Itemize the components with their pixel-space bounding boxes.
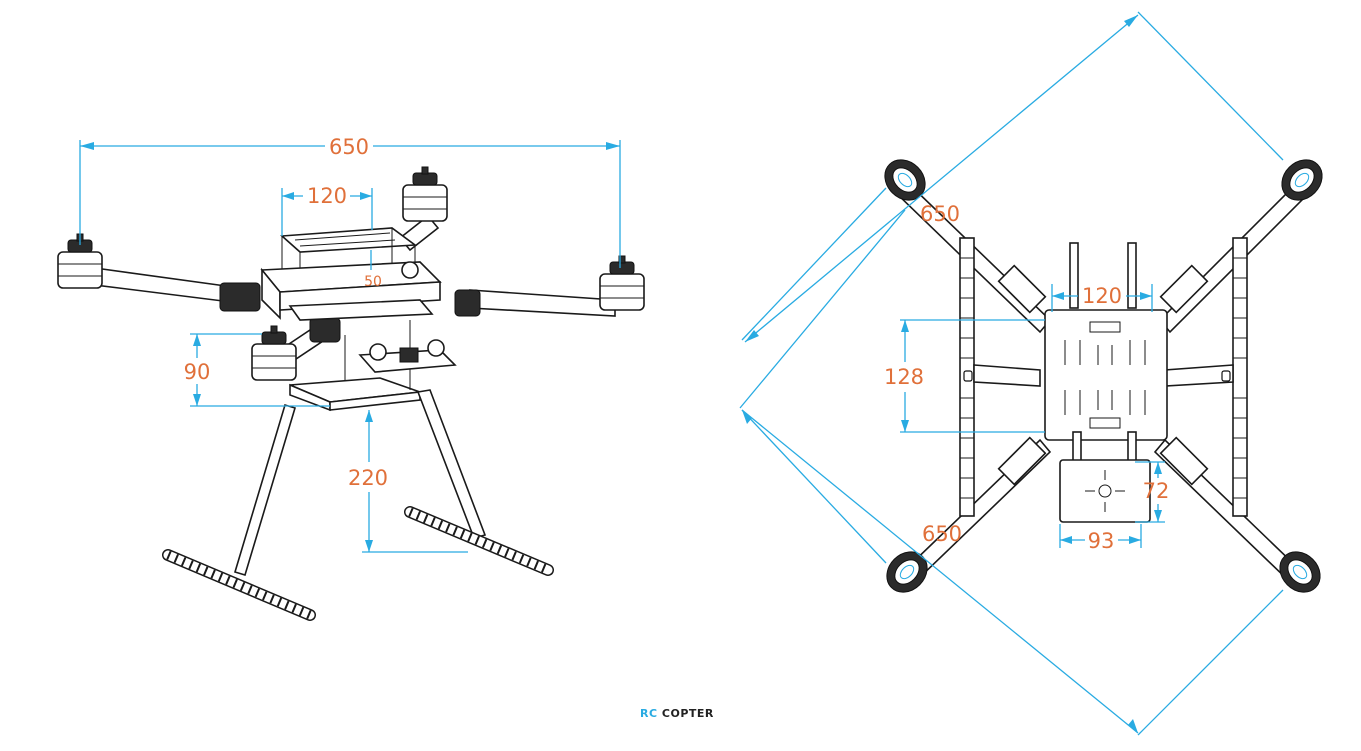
motor-back xyxy=(402,166,448,222)
dim-span-label: 650 xyxy=(329,135,369,159)
logo-suffix: COPTER xyxy=(661,707,714,720)
skid-clamp-right xyxy=(1221,370,1231,382)
center-frame xyxy=(260,261,442,321)
gimbal-mount xyxy=(358,339,457,373)
dim-mount-width-label: 93 xyxy=(1088,529,1115,553)
arm-bottom-right xyxy=(1153,436,1302,584)
dim-mount-width: 93 xyxy=(1059,524,1142,553)
landing-gear-right xyxy=(404,389,554,576)
dim-top-plate-label: 120 xyxy=(307,184,347,208)
rccopter-logo: RC COPTER xyxy=(640,707,714,720)
motor-right xyxy=(599,255,645,311)
dim-mount-length-label: 72 xyxy=(1143,479,1170,503)
landing-gear-left xyxy=(162,404,316,621)
center-plate xyxy=(1044,309,1168,441)
dim-plate-gap-label: 50 xyxy=(364,274,382,290)
dim-mount-length: 72 xyxy=(1135,461,1170,523)
dim-plate-width: 120 xyxy=(1051,284,1153,312)
dim-motor-height: 90 xyxy=(184,333,330,407)
dim-landing-gear-label: 220 xyxy=(348,466,388,490)
dim-diagonal-lower-label: 650 xyxy=(922,522,962,546)
dim-span: 650 xyxy=(79,135,621,268)
arm-bottom-left xyxy=(903,436,1052,584)
perspective-view: 650 120 50 90 xyxy=(57,135,645,621)
top-plate xyxy=(280,227,418,288)
dim-diagonal-upper: 650 xyxy=(741,11,1284,343)
arm-right xyxy=(469,289,616,317)
dim-diagonal-lower: 650 xyxy=(739,209,1284,736)
skid-right xyxy=(1232,237,1248,517)
dim-motor-height-label: 90 xyxy=(184,360,211,384)
dim-plate-gap: 50 xyxy=(364,250,382,290)
skid-clamp-left xyxy=(963,370,973,382)
dim-top-plate: 120 xyxy=(281,184,373,236)
dim-plate-width-label: 120 xyxy=(1082,284,1122,308)
top-view: 650 650 120 xyxy=(739,11,1331,736)
battery-tray xyxy=(289,320,421,412)
logo-prefix: RC xyxy=(640,707,658,720)
dim-plate-length-label: 128 xyxy=(884,365,924,389)
dim-landing-gear: 220 xyxy=(348,410,468,553)
dim-plate-length: 128 xyxy=(884,319,1045,433)
dim-diagonal-upper-label: 650 xyxy=(920,202,960,226)
arm-connector xyxy=(219,282,481,343)
gimbal-mount-plate xyxy=(1059,431,1151,523)
